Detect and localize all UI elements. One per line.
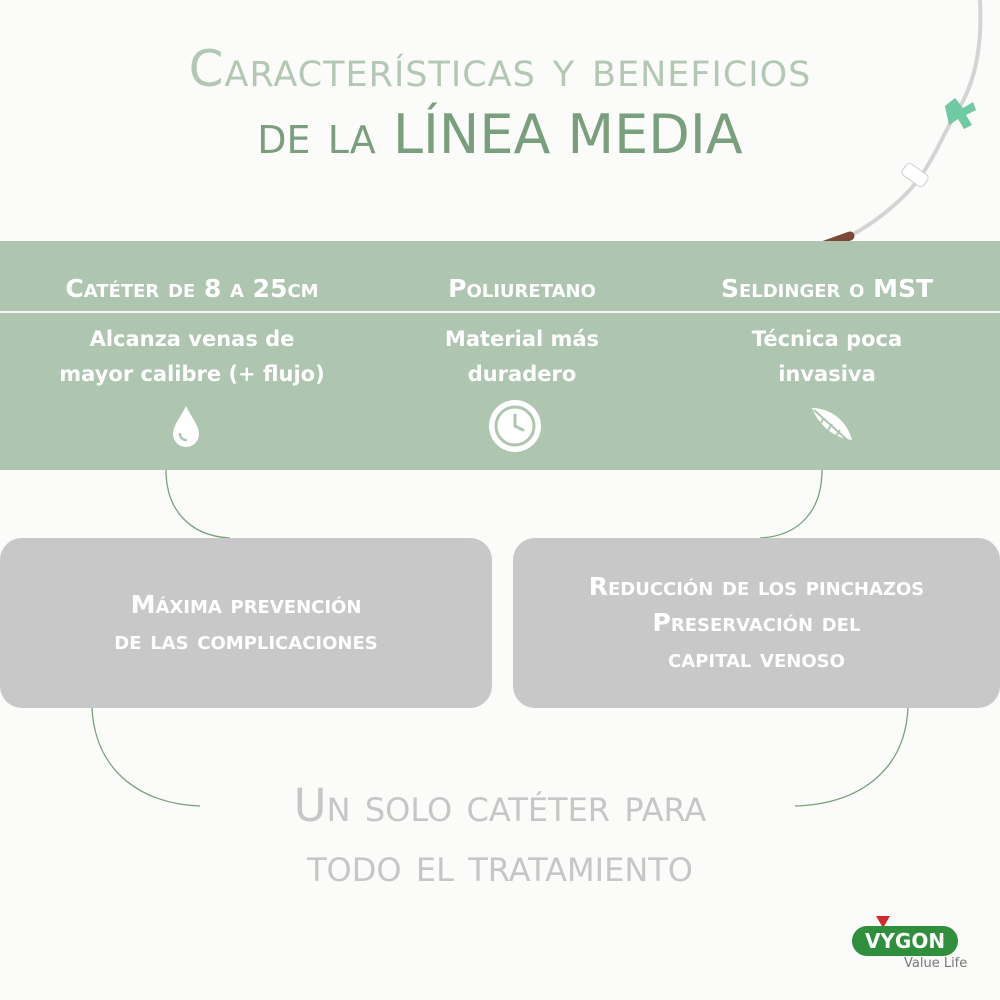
clock-icon [489,400,541,452]
logo-tagline: Value Life [904,956,968,971]
title-line-1: Características y beneficios [188,40,812,98]
logo-triangle-icon [876,916,890,928]
feature-text-length: Alcanza venas de mayor calibre (+ flujo) [59,327,325,386]
feature-heading-technique: Seldinger o MST [720,274,934,303]
feather-icon [812,408,855,447]
title-line-2: de la LÍNEA MEDIA [257,103,743,166]
feature-heading-length: Catéter de 8 a 25cm [65,274,319,303]
benefit-box-reduction: Reducción de los pinchazos Preservación … [513,538,1000,708]
vygon-logo: VYGON [852,926,958,956]
benefit-text-prevention: Máxima prevención de las complicaciones [114,590,378,655]
feature-text-technique: Técnica poca invasiva [751,327,903,386]
feature-heading-material: Poliuretano [448,274,596,303]
water-drop-icon [173,406,199,447]
benefit-text-reduction: Reducción de los pinchazos Preservación … [588,572,925,673]
connector-lines [91,469,909,807]
closing-statement: Un solo catéter para todo el tratamiento [293,779,707,892]
benefit-box-prevention: Máxima prevención de las complicaciones [0,538,492,708]
feature-text-material: Material más duradero [444,327,600,386]
band-divider [0,311,1000,313]
